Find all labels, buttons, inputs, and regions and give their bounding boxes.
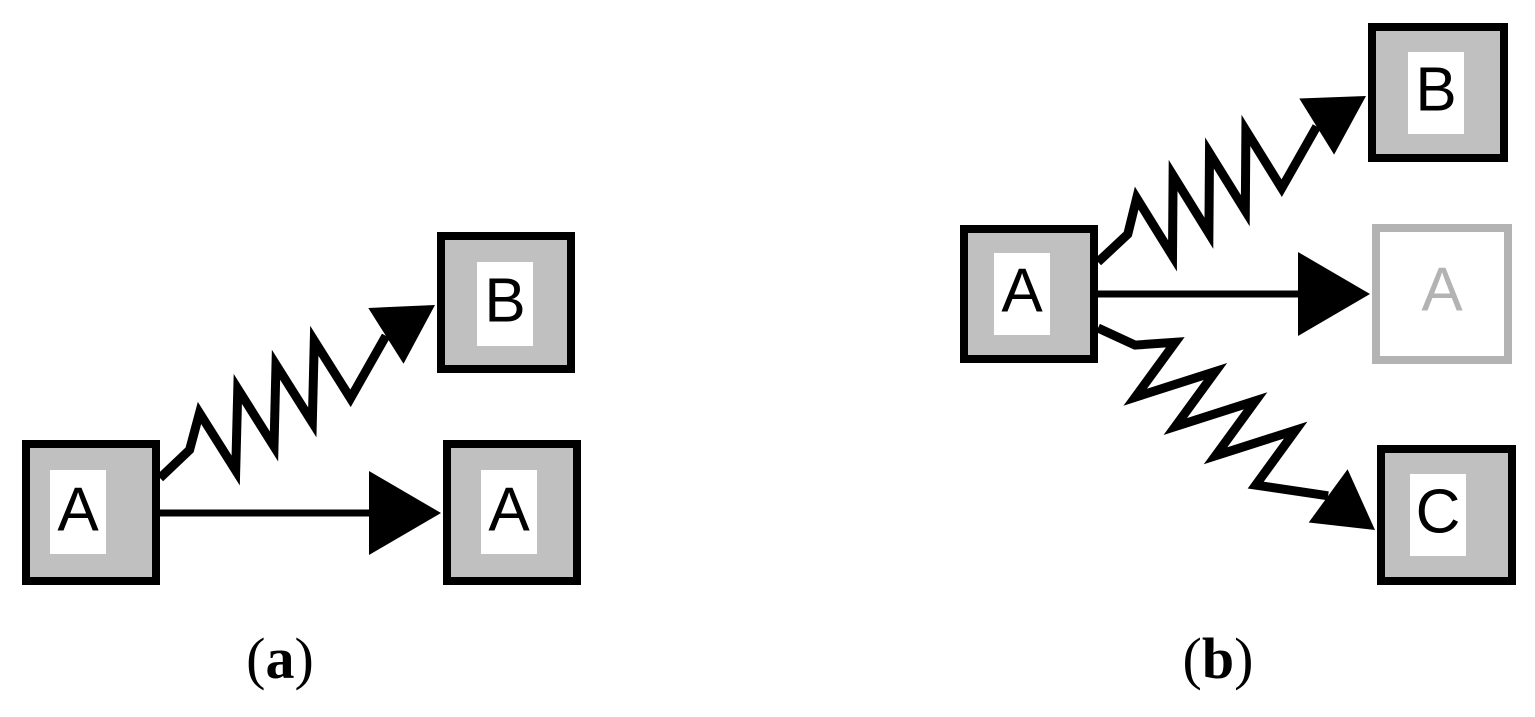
panel-b-caption-letter: b [1202,626,1234,691]
b-target-b-label: B [1415,55,1456,124]
b-target-c-label: C [1416,477,1461,546]
a-target-a-label: A [488,475,530,544]
captions-layer: (a)(b) [246,626,1253,691]
b-target-c-label-backdrop [1410,474,1466,556]
b-target-c[interactable]: C [1377,445,1516,585]
panel-b-caption-open: ( [1183,626,1202,691]
a-edge-straight-a-arrowhead-icon [369,471,441,555]
a-target-b[interactable]: B [437,232,575,373]
b-edge-zigzag-b-line[interactable] [1094,114,1321,272]
panel-b-caption-close: ) [1234,626,1253,691]
b-source-a[interactable]: A [960,225,1098,363]
a-edge-zigzag-b-line[interactable] [156,325,390,486]
panel-a-caption-close: ) [295,626,314,691]
panel-a: A B A [22,232,581,585]
b-edge-zigzag-c-line[interactable] [1096,323,1329,501]
b-edge-straight-a-arrowhead-icon [1298,252,1370,336]
a-edge-zigzag-b-arrowhead-icon [368,305,435,364]
b-source-a-label: A [1001,256,1043,325]
panel-b-caption: (b) [1183,626,1254,691]
b-target-a-ghost-label: A [1421,255,1463,324]
b-target-a-ghost[interactable]: A [1372,224,1512,364]
a-source-a[interactable]: A [22,440,160,585]
panel-a-caption: (a) [246,626,314,691]
b-edge-zigzag-c-arrowhead-icon [1308,469,1375,530]
a-target-a[interactable]: A [443,440,581,585]
b-source-a-label-backdrop [994,253,1050,335]
a-source-a-label: A [57,475,99,544]
a-source-a-label-backdrop [50,470,106,554]
a-target-a-label-backdrop [481,470,537,554]
a-target-b-box[interactable] [437,232,575,373]
panel-a-caption-open: ( [246,626,265,691]
panel-b-edges [1094,96,1375,530]
b-target-a-ghost-box[interactable] [1372,224,1512,364]
a-target-b-label: B [484,266,525,335]
b-edge-zigzag-b-arrowhead-icon [1299,96,1366,155]
a-source-a-box[interactable] [22,440,160,585]
a-target-b-label-backdrop [477,262,533,346]
b-target-b-label-backdrop [1408,52,1464,134]
panel-a-edges [156,305,441,555]
panel-a-caption-letter: a [266,626,295,691]
panels-layer: A B A A B A C [22,23,1516,585]
b-target-b[interactable]: B [1368,23,1508,162]
panel-b: A B A C [960,23,1516,585]
